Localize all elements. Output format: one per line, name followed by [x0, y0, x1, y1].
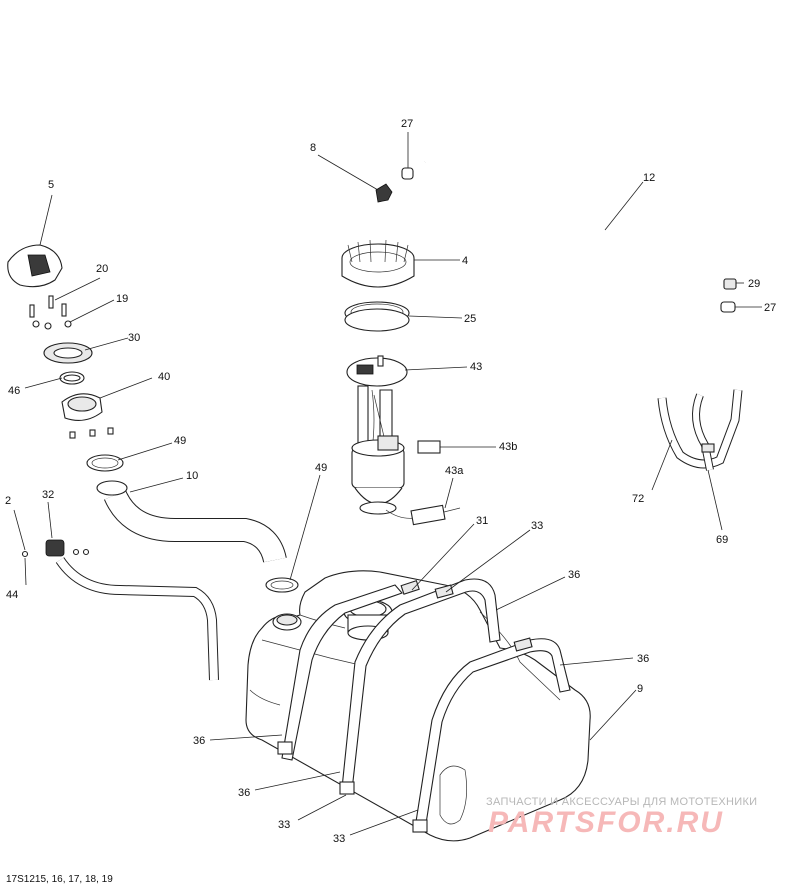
callout-36b: 36	[637, 653, 649, 665]
callout-5: 5	[48, 179, 54, 191]
callout-2: 2	[5, 495, 11, 507]
callout-69: 69	[716, 534, 728, 546]
callout-36c: 36	[193, 735, 205, 747]
callout-9: 9	[637, 683, 643, 695]
callout-10: 10	[186, 470, 198, 482]
callout-29: 29	[748, 278, 760, 290]
callout-labels: 5 20 19 30 46 40 49 10 2 32 44 49 8 27 4…	[5, 118, 776, 845]
watermark-tagline: ЗАПЧАСТИ И АКСЕССУАРЫ ДЛЯ МОТОТЕХНИКИ	[486, 796, 758, 808]
callout-31: 31	[476, 515, 488, 527]
filler-hose	[96, 480, 287, 564]
callout-49a: 49	[174, 435, 186, 447]
callout-19: 19	[116, 293, 128, 305]
callout-8: 8	[310, 142, 316, 154]
callout-43a: 43a	[445, 465, 464, 477]
watermark-logo: PARTSFOR.RU	[488, 806, 724, 839]
vent-hoses	[423, 145, 743, 471]
filler-cap-assembly	[7, 244, 114, 439]
callout-4: 4	[462, 255, 468, 267]
callout-20: 20	[96, 263, 108, 275]
callout-27a: 27	[401, 118, 413, 130]
callout-43: 43	[470, 361, 482, 373]
pump-components	[385, 440, 461, 526]
callout-72: 72	[632, 493, 644, 505]
callout-40: 40	[158, 371, 170, 383]
hose-clamps	[86, 454, 299, 593]
callout-36d: 36	[238, 787, 250, 799]
callout-12: 12	[643, 172, 655, 184]
bolts	[29, 295, 72, 330]
tank-straps	[277, 578, 571, 833]
callout-32: 32	[42, 489, 54, 501]
callout-33a: 33	[531, 520, 543, 532]
leader-lines	[13, 132, 762, 836]
diagram-code: 17S1215, 16, 17, 18, 19	[6, 874, 113, 885]
callout-33c: 33	[333, 833, 345, 845]
callout-33b: 33	[278, 819, 290, 831]
callout-36a: 36	[568, 569, 580, 581]
callout-30: 30	[128, 332, 140, 344]
callout-49b: 49	[315, 462, 327, 474]
callout-46: 46	[8, 385, 20, 397]
fuel-pump-assembly	[341, 239, 415, 515]
callout-44: 44	[6, 589, 18, 601]
fittings-top	[375, 167, 737, 313]
callout-27b: 27	[764, 302, 776, 314]
fuel-line	[21, 539, 219, 681]
callout-43b: 43b	[499, 441, 517, 453]
callout-25: 25	[464, 313, 476, 325]
